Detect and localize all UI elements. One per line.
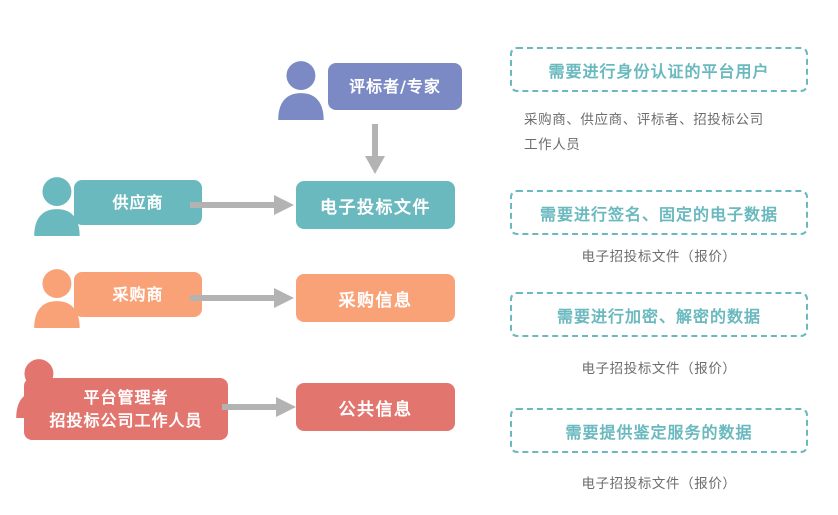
actor-purchaser: 采购商: [28, 266, 208, 328]
actor-purchaser-label-0: 采购商: [112, 284, 164, 304]
person-icon: [34, 269, 80, 328]
callout-identity-authentication[interactable]: 需要进行身份认证的平台用户: [510, 47, 808, 92]
callout-encryption-decryption-note: 电子招投标文件（报价）: [581, 361, 737, 377]
callout-signature-fixation-note: 电子招投标文件（报价）: [581, 249, 737, 265]
actor-platform-admin-label-0: 平台管理者: [83, 387, 169, 407]
arrow-supplier-to-bid-doc: [190, 195, 294, 215]
actor-supplier: 供应商: [28, 174, 208, 236]
callout-signature-fixation[interactable]: 需要进行签名、固定的电子数据: [510, 190, 808, 235]
callout-identity-authentication-title: 需要进行身份认证的平台用户: [548, 61, 770, 81]
actor-purchaser-pill[interactable]: 采购商: [74, 272, 202, 317]
artifact-public-info-label: 公共信息: [338, 399, 413, 420]
callout-signature-fixation-title: 需要进行签名、固定的电子数据: [539, 204, 778, 224]
artifact-bid-doc-label: 电子投标文件: [320, 197, 431, 218]
callout-forensic-service-note: 电子招投标文件（报价）: [581, 476, 737, 492]
arrow-purchaser-to-purchase-info: [190, 288, 294, 308]
callout-forensic-service-title: 需要提供鉴定服务的数据: [565, 422, 753, 442]
callout-encryption-decryption-title: 需要进行加密、解密的数据: [556, 306, 761, 326]
actor-supplier-pill[interactable]: 供应商: [74, 180, 202, 225]
person-icon: [34, 177, 80, 236]
arrow-expert-to-bid-doc: [365, 124, 385, 174]
callout-forensic-service[interactable]: 需要提供鉴定服务的数据: [510, 408, 808, 453]
actor-platform-admin: 平台管理者 招投标公司工作人员: [10, 356, 230, 440]
actor-expert-pill[interactable]: 评标者/专家: [328, 63, 462, 110]
actor-supplier-label-0: 供应商: [112, 192, 164, 212]
callout-identity-authentication-note: 采购商、供应商、评标者、招投标公司 工作人员: [524, 112, 764, 153]
actor-expert-label-0: 评标者/专家: [349, 76, 441, 96]
actor-expert: 评标者/专家: [272, 58, 462, 120]
callout-encryption-decryption[interactable]: 需要进行加密、解密的数据: [510, 292, 808, 337]
artifact-public-info[interactable]: 公共信息: [296, 383, 455, 431]
arrow-admin-to-public-info: [222, 397, 296, 417]
artifact-bid-doc[interactable]: 电子投标文件: [296, 181, 455, 229]
artifact-purchase-info-label: 采购信息: [338, 290, 413, 311]
person-icon: [278, 61, 324, 120]
actor-platform-admin-label-1: 招投标公司工作人员: [49, 411, 203, 430]
actor-platform-admin-pill[interactable]: 平台管理者 招投标公司工作人员: [24, 378, 228, 440]
artifact-purchase-info[interactable]: 采购信息: [296, 274, 455, 322]
